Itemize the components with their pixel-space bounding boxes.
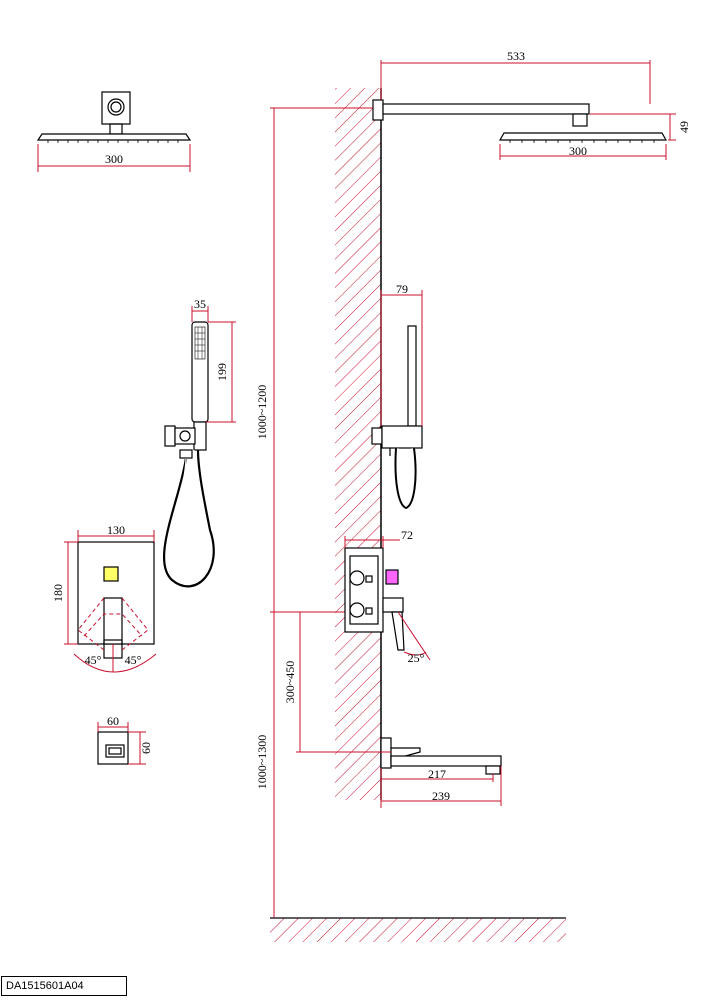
plate-width-dim: [77, 530, 155, 542]
valve-offset-dim: [344, 536, 400, 548]
valve-height-label: 1000~1300: [255, 735, 269, 790]
drawing-code: DA1515601A04: [1, 976, 127, 996]
install-height-head-label: 1000~1200: [255, 385, 269, 440]
top-shower-head-view: [36, 91, 192, 143]
valve-plate-front: [77, 541, 155, 659]
outlet-height-label: 60: [139, 742, 153, 754]
spout-outer-dim: [381, 766, 502, 806]
lever-angle-arc: [73, 644, 157, 673]
handheld-shower: [162, 321, 215, 588]
spout: [380, 737, 502, 775]
plate-height-label: 180: [51, 584, 65, 602]
outlet-height-dim: [128, 731, 146, 765]
angle-right-label: 45°: [125, 653, 142, 667]
outlet-box: [97, 731, 129, 765]
right-shower-width-label: 300: [569, 144, 587, 158]
head-height-dim: [590, 113, 676, 141]
arm-length-label: 533: [507, 49, 525, 63]
install-height-head-dim: [270, 107, 373, 613]
valve-offset-label: 72: [401, 528, 413, 542]
bracket-offset-label: 79: [396, 282, 408, 296]
plate-height-dim: [64, 541, 78, 645]
lever-sweep: [77, 597, 149, 651]
spout-outer-label: 239: [432, 789, 450, 803]
handheld-width-label: 35: [194, 297, 206, 311]
handheld-width-dim: [191, 306, 209, 322]
spout-height-dim: [296, 612, 391, 753]
floor: [270, 917, 566, 942]
outlet-width-dim: [97, 722, 129, 732]
plate-width-label: 130: [107, 523, 125, 537]
shower-arm: [372, 99, 668, 143]
head-height-label: 49: [677, 121, 691, 133]
valve-body: [344, 547, 405, 651]
spout-height-label: 300~450: [283, 661, 297, 704]
top-shower-width-label: 300: [105, 152, 123, 166]
handheld-length-dim: [206, 321, 236, 423]
spout-inner-label: 217: [428, 767, 446, 781]
lever-angle-label: 25°: [408, 651, 425, 665]
handheld-length-label: 199: [215, 363, 229, 381]
arm-length-dim: [380, 60, 651, 104]
handheld-side-view: [371, 325, 423, 510]
top-shower-width-dim: [37, 144, 191, 172]
angle-left-label: 45°: [85, 653, 102, 667]
right-shower-width-dim: [499, 144, 667, 160]
outlet-width-label: 60: [107, 714, 119, 728]
lever-angle-dim: [397, 611, 431, 661]
bracket-offset-dim: [380, 290, 423, 426]
